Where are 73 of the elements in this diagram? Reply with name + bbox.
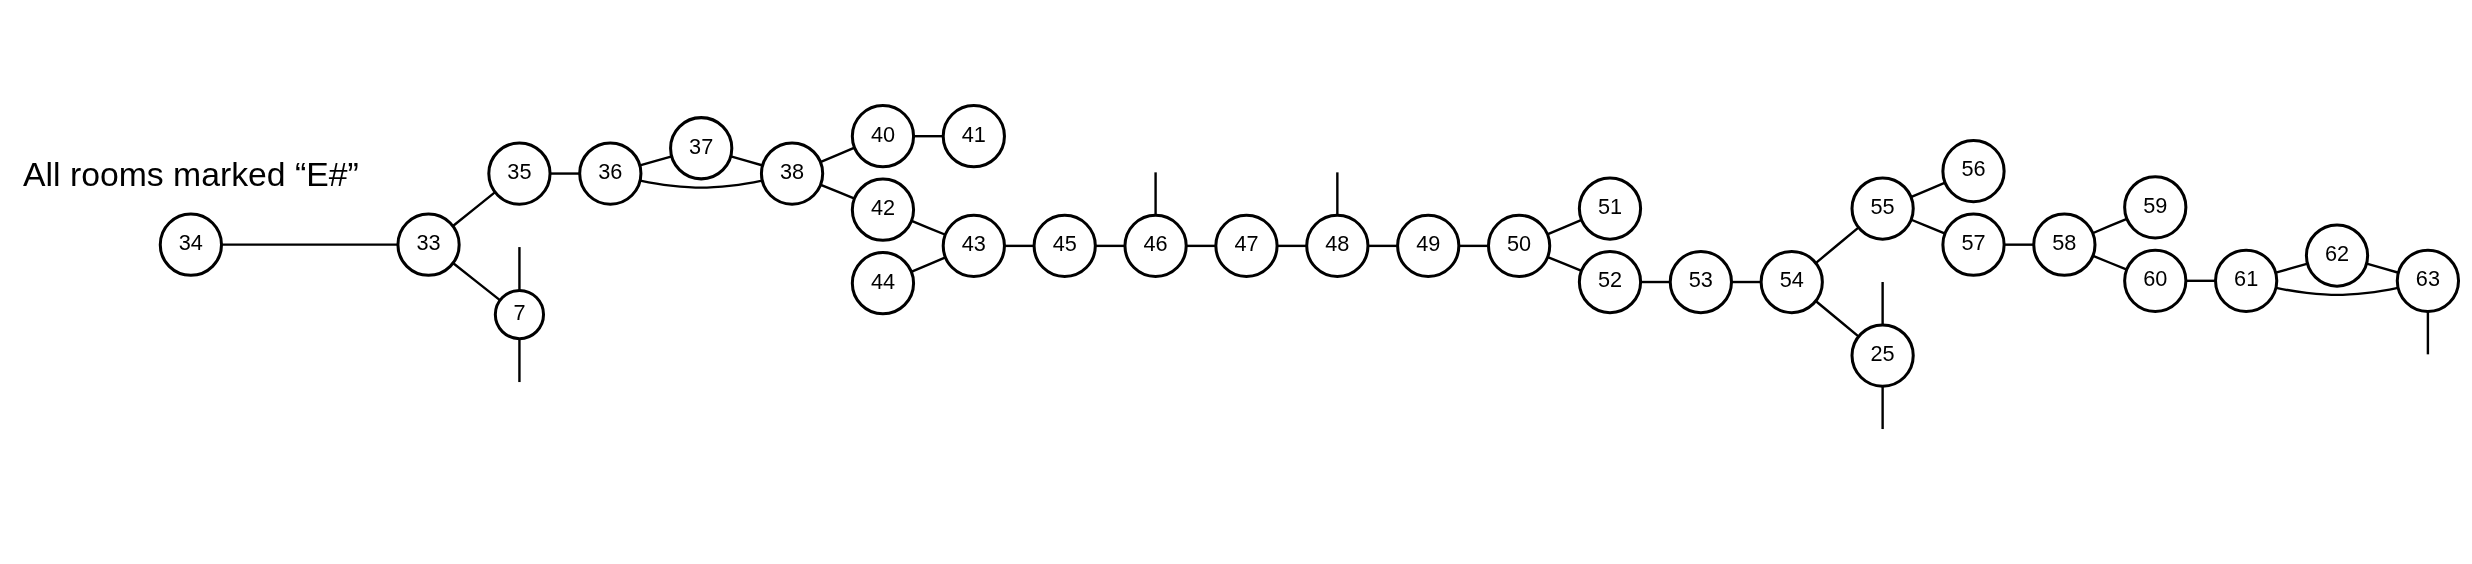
connector	[2004, 242, 2034, 246]
connector	[221, 242, 398, 246]
node-circle: 33	[396, 212, 461, 277]
node-circle: 63	[2395, 248, 2461, 313]
connector	[1910, 218, 1946, 235]
connector	[1881, 281, 1884, 325]
node-circle: 43	[941, 213, 1006, 278]
node-circle: 40	[850, 103, 916, 168]
connector	[1458, 244, 1489, 247]
node-circle: 47	[1214, 213, 1279, 278]
node-circle: 25	[1850, 322, 1915, 388]
connector	[2092, 217, 2128, 234]
connector	[819, 146, 856, 163]
connector	[452, 190, 496, 227]
connector	[911, 219, 946, 236]
node-circle: 57	[1941, 212, 2006, 277]
node-circle: 7	[493, 288, 546, 340]
node-circle: 36	[578, 140, 643, 206]
connector	[1154, 171, 1157, 215]
connector	[2275, 261, 2309, 274]
connector	[1881, 385, 1884, 429]
node-circle: 61	[2214, 248, 2279, 313]
connector	[1186, 244, 1216, 247]
connector	[452, 261, 501, 301]
node-circle: 50	[1486, 213, 1552, 278]
connector	[518, 338, 521, 382]
node-circle: 58	[2032, 212, 2097, 277]
connector	[1731, 280, 1762, 283]
connector	[1368, 244, 1398, 247]
connector	[2092, 254, 2128, 271]
node-circle: 41	[941, 103, 1006, 168]
node-circle: 38	[759, 140, 825, 206]
label: All rooms marked “E#”	[23, 153, 359, 192]
node-circle: 62	[2304, 222, 2370, 288]
node-circle: 52	[1577, 249, 1643, 314]
connector	[820, 183, 855, 200]
node-circle: 46	[1123, 213, 1188, 278]
node-circle: 55	[1850, 175, 1915, 241]
connector	[1640, 280, 1671, 283]
connector	[913, 134, 944, 137]
connector	[1547, 255, 1583, 272]
node-circle: 34	[158, 212, 223, 277]
node-circle: 51	[1577, 175, 1643, 241]
connector	[2275, 286, 2399, 296]
node-circle: 48	[1305, 213, 1370, 278]
node-circle: 42	[850, 177, 916, 242]
node-circle: 44	[850, 250, 916, 315]
node-circle: 49	[1396, 213, 1461, 278]
connector	[1814, 225, 1860, 264]
connector	[2366, 262, 2399, 274]
node-circle: 37	[669, 115, 734, 180]
connector	[2426, 310, 2430, 354]
node-circle: 35	[487, 140, 552, 206]
connector	[518, 246, 521, 290]
node-circle: 60	[2123, 248, 2188, 313]
node-circle: 59	[2123, 174, 2188, 239]
node-circle: 56	[1941, 138, 2006, 203]
connector	[2185, 279, 2216, 282]
connector	[1277, 244, 1307, 247]
node-circle: 54	[1759, 249, 1824, 314]
connector	[1095, 244, 1126, 247]
connector	[1546, 218, 1583, 236]
connector	[550, 171, 580, 175]
connector	[730, 154, 764, 167]
connector	[910, 255, 946, 273]
connector	[1336, 171, 1339, 215]
connector	[1004, 244, 1035, 247]
connector	[639, 154, 673, 167]
connector	[1814, 299, 1860, 338]
node-circle: 53	[1668, 249, 1733, 314]
node-circle: 45	[1032, 213, 1097, 278]
connector	[640, 178, 763, 189]
connector	[1910, 181, 1946, 198]
